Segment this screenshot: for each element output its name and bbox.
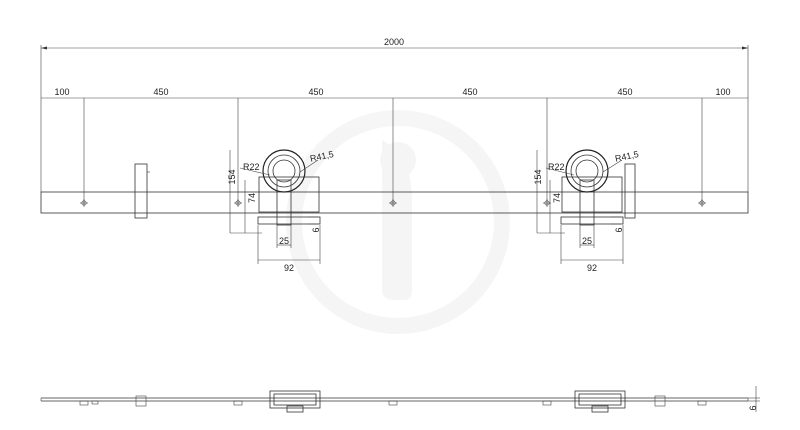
label-r22-right: R22 — [548, 162, 565, 172]
label-154-left: 154 — [227, 169, 237, 184]
overall-dimension: 2000 — [40, 37, 749, 192]
label-92-right: 92 — [587, 263, 597, 273]
spacing-dimensions: 100 450 450 450 450 100 — [41, 87, 748, 205]
dim-spacing-2: 450 — [153, 87, 168, 97]
dim-spacing-5: 450 — [617, 87, 632, 97]
stop-left — [134, 163, 148, 219]
label-74-left: 74 — [247, 193, 257, 203]
dim-overall-length: 2000 — [384, 37, 404, 47]
label-25-left: 25 — [279, 236, 289, 246]
hanger-left: R22 R41,5 154 74 25 6 92 — [227, 149, 335, 273]
label-r415-right: R41,5 — [614, 149, 640, 164]
stop-right — [624, 163, 636, 219]
rail-holes — [80, 199, 706, 207]
label-r415-left: R41,5 — [309, 149, 335, 164]
rail-side-view: 6 — [40, 386, 760, 413]
hanger-right: R22 R41,5 154 74 25 6 92 — [533, 149, 640, 273]
label-74-right: 74 — [552, 193, 562, 203]
watermark — [286, 110, 510, 334]
dim-spacing-1: 100 — [54, 87, 69, 97]
label-154-right: 154 — [533, 169, 543, 184]
label-6-left: 6 — [311, 227, 321, 232]
label-side-thickness: 6 — [748, 405, 758, 410]
label-25-right: 25 — [582, 236, 592, 246]
dim-spacing-3: 450 — [308, 87, 323, 97]
rail-front-view — [40, 163, 749, 219]
dim-spacing-6: 100 — [715, 87, 730, 97]
label-r22-left: R22 — [243, 162, 260, 172]
label-6-right: 6 — [614, 227, 624, 232]
label-92-left: 92 — [284, 263, 294, 273]
dim-spacing-4: 450 — [462, 87, 477, 97]
